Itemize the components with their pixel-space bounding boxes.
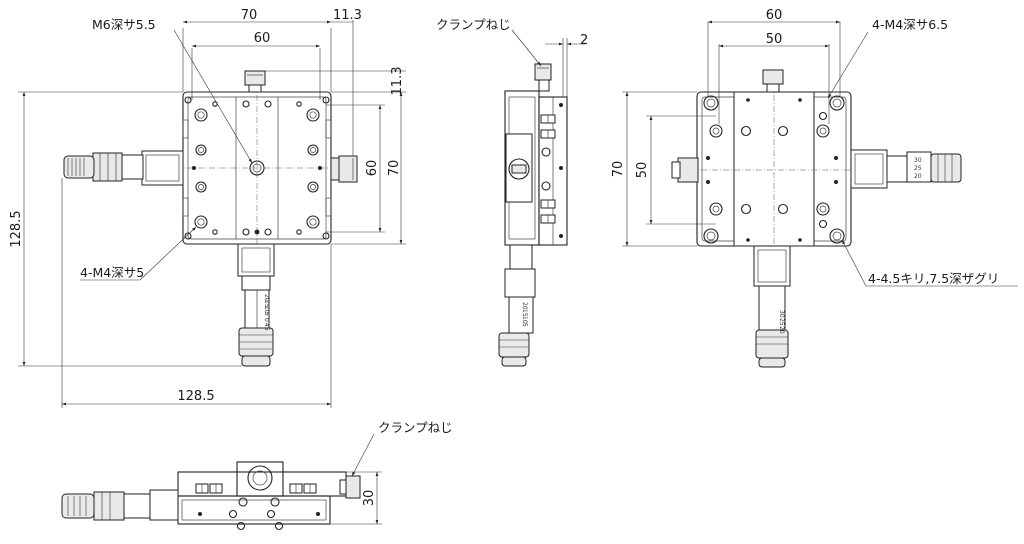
bottom-view: 30 25 20 30 25 20 60 50 70 5 [611, 8, 1018, 368]
dim-bottom-height-50: 50 [635, 162, 650, 179]
dim-top-offset-11-3: 11.3 [333, 8, 362, 23]
note-clamp-screw-side: クランプねじ [436, 17, 511, 32]
side-scale-2: 10 [521, 316, 528, 324]
note-center-hole: M6深サ5.5 [92, 17, 156, 32]
side-scale-1: 15 [521, 309, 528, 317]
scale-v-3: 5 [263, 312, 270, 316]
dim-bottom-height-70: 70 [611, 161, 626, 178]
dim-total-height-128-5: 128.5 [9, 210, 24, 247]
note-corner-holes-m4: 4-M4深サ5 [80, 265, 144, 280]
dim-clamp-offset-2: 2 [580, 33, 588, 48]
scale-v-4: 0 [263, 318, 270, 322]
scale-v-0: 20 [263, 294, 270, 302]
top-view: 20 15 10 5 0 45 70 60 11.3 60 7 [9, 8, 406, 408]
bot-scale-0: 30 [778, 310, 785, 318]
note-clamp-screw-front: クランプねじ [378, 420, 453, 435]
dim-top-offset-right-11-3: 11.3 [390, 67, 405, 96]
center-hole-m6 [249, 160, 265, 176]
dim-total-width-128-5: 128.5 [177, 389, 214, 404]
dim-front-height-30: 30 [362, 490, 377, 507]
side-scale-0: 20 [521, 302, 528, 310]
side-view: 20 15 10 5 2 クランプねじ [436, 17, 588, 367]
h-scale-0: 30 [914, 157, 922, 164]
dim-top-height-70: 70 [387, 160, 402, 177]
dim-top-width-60: 60 [254, 31, 271, 46]
note-through-holes: 4-4.5キリ,7.5深ザグリ [868, 271, 999, 286]
h-scale-2: 20 [914, 173, 922, 180]
scale-v-1: 15 [263, 300, 270, 308]
bot-scale-2: 20 [778, 326, 785, 334]
side-scale-3: 5 [521, 323, 528, 327]
bot-scale-1: 25 [778, 318, 785, 326]
note-corner-holes-m4-6-5: 4-M4深サ6.5 [872, 17, 948, 32]
dim-bottom-width-50: 50 [766, 32, 783, 47]
scale-v-5: 45 [263, 323, 270, 331]
micrometer-bottom: 20 15 10 5 0 45 [237, 243, 275, 367]
h-scale-1: 25 [914, 165, 922, 172]
front-view: 30 クランプねじ [61, 420, 453, 531]
micrometer-left [63, 150, 184, 186]
scale-v-2: 10 [263, 306, 270, 314]
dim-bottom-width-60: 60 [766, 8, 783, 23]
dim-top-width-70: 70 [241, 8, 258, 23]
dim-top-height-60: 60 [365, 160, 380, 177]
